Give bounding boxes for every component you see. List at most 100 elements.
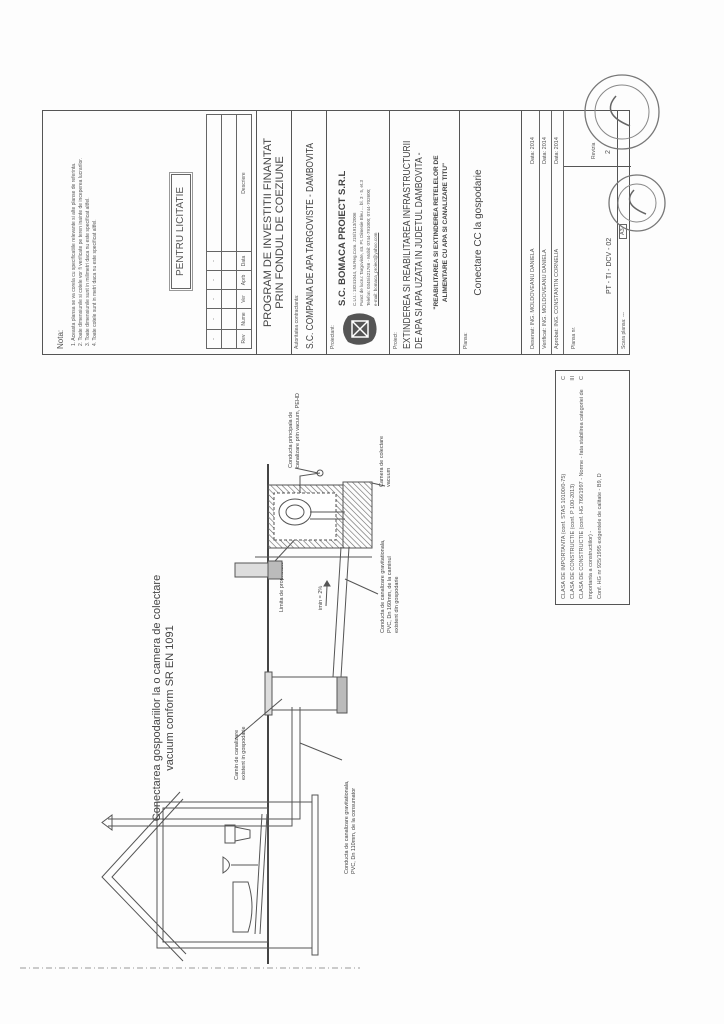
class-value: C xyxy=(561,376,567,380)
divider xyxy=(564,166,631,167)
table-cell: - xyxy=(206,308,222,330)
bathtub-icon xyxy=(232,881,253,933)
stage-badge: PENTRU LICITATIE xyxy=(170,162,192,301)
table-cell xyxy=(221,289,237,309)
table-cell: - xyxy=(206,270,222,290)
property-limit-label: Limita de proprietate xyxy=(279,562,285,612)
vacuum-chamber xyxy=(267,469,373,549)
column-header: Ver xyxy=(236,289,252,309)
classification-row: Conf. HG nr 925/1995 exigentele de calit… xyxy=(596,376,605,599)
vacuum-chamber-label-2: vacuum xyxy=(386,467,392,487)
table-cell xyxy=(206,114,222,252)
gravity-pipe-160-label-1: Conducta de canalizare gravitationala, xyxy=(380,539,386,633)
title-block: Nota: 1. Aceasta plansa se va corela cu … xyxy=(42,110,631,355)
divider xyxy=(326,111,327,354)
signature-role: Aprobat: ING. CONSTANTIN CORNELIA xyxy=(554,248,560,349)
divider xyxy=(521,111,522,354)
note-item: 4. Toate cotele sunt in metri daca nu es… xyxy=(92,219,98,346)
designer-detail: C.U.I.: 18241044, Nr.Reg.Com. J15/1913/2… xyxy=(352,212,357,306)
authority-label: Autoritatea contractanta: xyxy=(294,294,300,349)
drawing-title-line-2: vacuum conform SR EN 1091 xyxy=(164,625,176,771)
project-label: Proiect: xyxy=(393,332,399,349)
vacuum-chamber-label-1: Camera de colectare xyxy=(379,436,385,487)
signature-row: Aprobat: ING. CONSTANTIN CORNELIA Data: 2… xyxy=(551,111,564,354)
column-header: Nume xyxy=(236,308,252,330)
class-label: CLASA DE IMPORTANTA (conf. STAS 10100/0-… xyxy=(561,473,567,599)
divider xyxy=(256,111,257,354)
main-vacuum-pipe-label-2: canalizare prin vacuum, PEHD xyxy=(295,393,301,468)
divider xyxy=(459,111,460,354)
signature-date: Data: 2014 xyxy=(554,137,560,164)
table-cell xyxy=(221,308,237,330)
designer-email: e-mail: bomaca_proiect@yahoo.com xyxy=(373,232,378,306)
designer-label: Proiectant: xyxy=(330,325,336,349)
table-cell: - xyxy=(206,329,222,349)
notes-title: Nota: xyxy=(56,329,65,349)
designer-detail: Punct de lucru: Targoviste, str. Pt. Dim… xyxy=(359,180,364,306)
class-value: III xyxy=(570,376,576,381)
main-vacuum-pipe-label-1: Conducta principala de xyxy=(288,412,294,468)
subproject-line: "REABILITAREA SI EXTINDEREA RETELELOR DE xyxy=(433,155,440,310)
house xyxy=(101,791,319,962)
notes-list: 1. Aceasta plansa se va corela cu specif… xyxy=(71,121,99,346)
designer-detail: Telefon: 0345/421766 - Mobil: 0744-79100… xyxy=(366,188,371,306)
table-cell xyxy=(221,329,237,349)
signature-date: Data: 2014 xyxy=(542,137,548,164)
project-title: EXTINDEREA SI REABILITAREA INFRASTRUCTUR… xyxy=(401,141,425,349)
scale-label: Scara plansa: --- xyxy=(621,312,627,349)
column-header: Descriere xyxy=(236,114,252,252)
pipe-dn160 xyxy=(323,546,350,678)
existing-manhole xyxy=(264,671,348,716)
existing-manhole-label-1: Camin de canalizare xyxy=(234,730,240,780)
subproject-line: ALIMENTARE CU APA SI CANALIZARE TITU" xyxy=(442,162,449,303)
company-stamp-icon xyxy=(584,74,660,150)
divider xyxy=(291,111,292,354)
column-header: Data xyxy=(236,251,252,271)
client-stamp-icon xyxy=(608,174,666,232)
note-item: 2. Toate dimensiunile si cotele vor fi v… xyxy=(78,157,84,346)
classification-box: CLASA DE IMPORTANTA (conf. STAS 10100/0-… xyxy=(555,370,630,605)
table-cell: - xyxy=(206,251,222,271)
note-item: 3. Toate dimensiunile sunt in milimetri … xyxy=(85,197,91,346)
table-cell xyxy=(221,270,237,290)
designer-name: S.C. BOMACA PROIECT S.R.L xyxy=(337,170,348,306)
sink-icon xyxy=(222,856,258,874)
note-item: 1. Aceasta plansa se va corela cu specif… xyxy=(71,162,77,346)
gravity-pipe-160-label-2: PVC, Dn 160mm, de la caminul xyxy=(387,556,393,633)
drawing-title-line-1: Conectarea gospodariilor la o camera de … xyxy=(151,575,163,821)
signature-date: Data: 2014 xyxy=(530,137,536,164)
section-drawing: imin = 2% Limita de proprietate Conectar xyxy=(20,393,400,969)
table-cell xyxy=(221,114,237,252)
gravity-pipe-160-label-3: existent din gospodarie xyxy=(394,576,400,633)
gravity-pipe-110-label-2: PVC, Dn 110mm, de la consumator xyxy=(351,788,357,874)
column-header: Rev xyxy=(236,329,252,349)
toilet-icon xyxy=(224,824,251,844)
table-row: ----- xyxy=(206,114,222,349)
subproject-title: "REABILITAREA SI EXTINDEREA RETELELOR DE… xyxy=(432,111,450,354)
project-line: DE APA SI APA UZATA IN JUDETUL DAMBOVITA… xyxy=(413,152,425,349)
sheet-label: Plansa: xyxy=(463,332,469,349)
class-value: C xyxy=(579,376,585,380)
classification-row: CLASA DE CONSTRUCTIE (conf. HG 766/1997 … xyxy=(578,376,596,599)
class-label: CLASA DE CONSTRUCTIE (conf. HG 766/1997 … xyxy=(579,389,594,599)
sheet-number-label: Plansa nr. xyxy=(571,326,577,349)
leader-lines xyxy=(234,467,386,761)
project-line: EXTINDEREA SI REABILITAREA INFRASTRUCTUR… xyxy=(401,140,413,349)
designer-details: C.U.I.: 18241044, Nr.Reg.Com. J15/1913/2… xyxy=(351,180,379,306)
signature-role: Verificat: ING. MOLDOVEANU DANIELA xyxy=(542,249,548,349)
slope-label: imin = 2% xyxy=(318,586,324,610)
sheet-title: Conectare CC la gospodarie xyxy=(473,169,484,296)
table-cell xyxy=(221,251,237,271)
existing-manhole-label-2: existent in gospodarie xyxy=(241,726,247,780)
column-header: Aprb xyxy=(236,270,252,290)
company-logo-icon xyxy=(343,313,377,345)
table-cell: - xyxy=(206,289,222,309)
authority-name: S.C. COMPANIA DE APA TARGOVISTE - DAMBOV… xyxy=(304,143,316,349)
classification-row: CLASA DE IMPORTANTA (conf. STAS 10100/0-… xyxy=(560,376,569,599)
signature-role: Desenat: ING. MOLDOVEANU DANIELA xyxy=(530,248,536,349)
gravity-pipe-110-label-1: Conducta de canalizare gravitationala, xyxy=(344,780,350,874)
